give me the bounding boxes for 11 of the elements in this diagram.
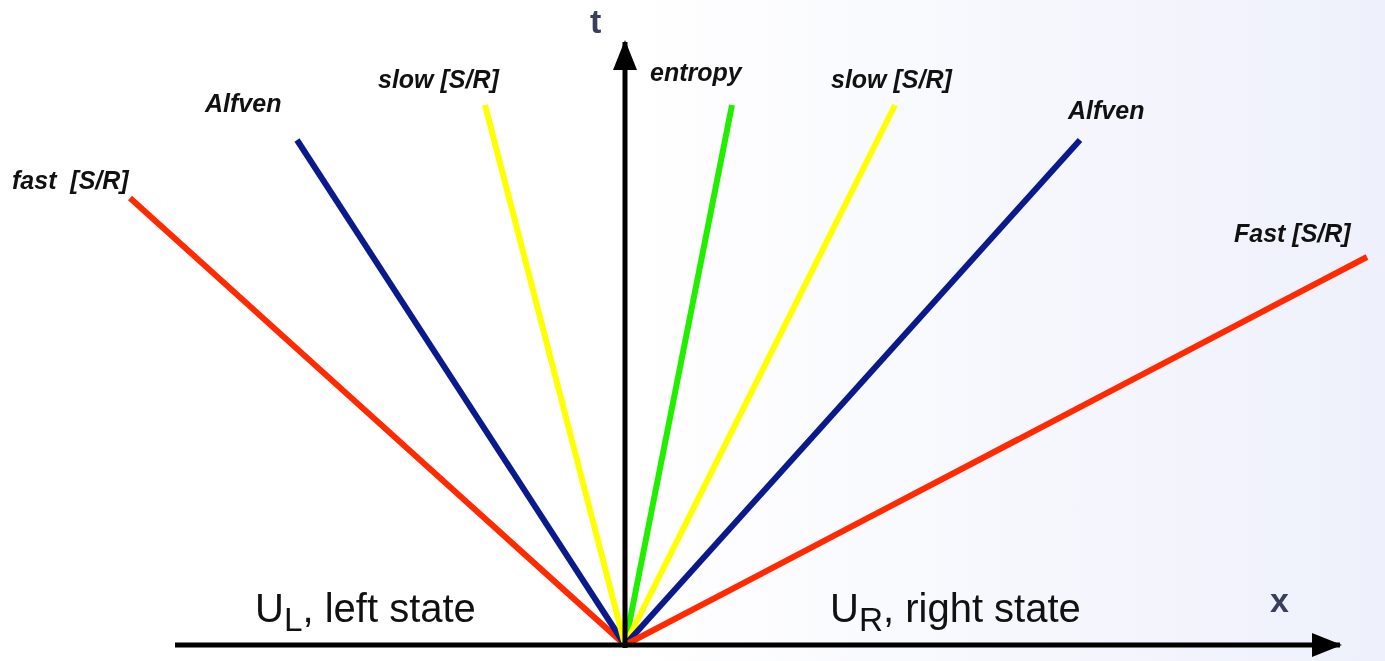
wave-label: Alfven — [205, 91, 282, 116]
wave-label: slow [S/R] — [831, 67, 952, 92]
wave-label: Fast [S/R] — [1234, 221, 1351, 246]
axis-label: x — [1270, 583, 1289, 617]
wave-label: entropy — [650, 60, 742, 85]
axis-label: t — [590, 4, 602, 38]
wave-label: Alfven — [1068, 98, 1145, 123]
region-label: U$_{L}$, left state — [255, 588, 476, 637]
wave-label: fast [S/R] — [12, 168, 129, 193]
wave-label: slow [S/R] — [378, 67, 499, 92]
region-label: U$_{R}$, right state — [830, 588, 1081, 637]
